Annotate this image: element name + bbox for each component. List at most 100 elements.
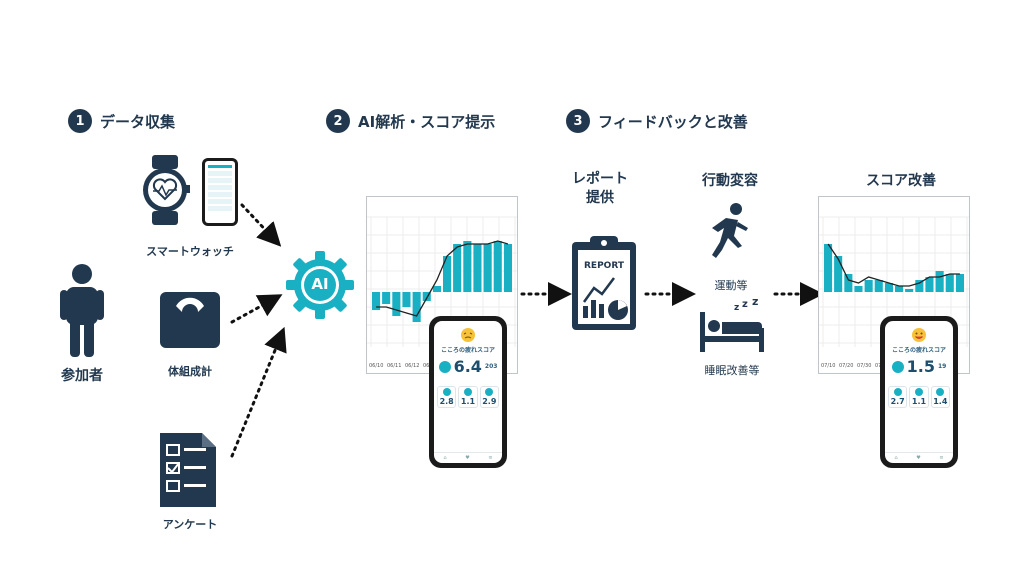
chart-bar [864, 280, 873, 292]
step-1-header: 1 データ収集 [68, 109, 175, 133]
improve-title: スコア改善 [866, 173, 936, 189]
phone-after-title: こころの疲れスコア [891, 347, 946, 354]
report-clipboard-icon [572, 236, 636, 330]
report-label-line2: 提供 [586, 190, 614, 206]
chart-bar [503, 244, 512, 292]
chart-bar [935, 271, 944, 292]
x-tick-label: 06/10 [369, 363, 383, 369]
ai-label: AI [311, 275, 329, 293]
chart-bar [473, 244, 482, 292]
chart-bar [412, 292, 421, 322]
step-1-number: 1 [68, 109, 92, 133]
x-tick-label: 07/30 [857, 363, 871, 369]
x-tick-label: 06/12 [405, 363, 419, 369]
chart-bar [955, 274, 964, 292]
exercise-label: 運動等 [714, 279, 748, 292]
phone-before-cards: 2.8 1.1 2.9 [434, 386, 502, 408]
ai-gear-icon [286, 251, 354, 319]
svg-text:z: z [742, 299, 748, 310]
phone-before-screen: こころの疲れスコア 6.4 203 2.8 1.1 2.9 ⌂ ♥ ≡ [434, 321, 502, 463]
card-value: 2.8 [439, 397, 454, 406]
step-1-title: データ収集 [100, 112, 176, 131]
chart-bar [844, 274, 853, 292]
phone-before-score-row: 6.4 203 [434, 357, 502, 376]
card-value: 1.1 [911, 397, 927, 406]
face-happy-icon [885, 327, 953, 345]
participant-label: 参加者 [61, 368, 103, 384]
mini-card: 1.1 [458, 386, 478, 408]
running-person-icon [712, 203, 748, 258]
behavior-title: 行動変容 [702, 173, 758, 189]
mini-card: 1.4 [930, 386, 950, 408]
menu-icon: ≡ [939, 455, 944, 461]
chart-bar [915, 280, 924, 292]
phone-after-score: 1.5 [906, 357, 935, 376]
step-2-header: 2 AI解析・スコア提示 [326, 109, 495, 133]
phone-after-tabbar: ⌂ ♥ ≡ [885, 452, 953, 463]
phone-before-tabbar: ⌂ ♥ ≡ [434, 452, 502, 463]
trend-line [376, 240, 509, 317]
heart-icon: ♥ [465, 455, 470, 461]
chart-bar [453, 244, 462, 292]
body-composition-scale-icon [160, 292, 220, 348]
chart-bar [382, 292, 391, 304]
chart-bar [483, 244, 492, 292]
arrow-watch-to-ai [240, 203, 282, 247]
card-icon [442, 388, 451, 396]
home-icon: ⌂ [894, 455, 898, 461]
survey-label: アンケート [162, 518, 218, 531]
scale-label: 体組成計 [168, 365, 212, 378]
chart-bar [432, 286, 441, 292]
phone-before: こころの疲れスコア 6.4 203 2.8 1.1 2.9 ⌂ ♥ ≡ [429, 316, 507, 468]
phone-before-score: 6.4 [453, 357, 482, 376]
chart-bar [874, 280, 883, 292]
card-value: 1.4 [933, 397, 948, 406]
heart-icon: ♥ [916, 455, 921, 461]
phone-after-score-row: 1.5 19 [885, 357, 953, 376]
chart-bar [824, 244, 833, 292]
chart-bar [854, 286, 863, 292]
card-value: 2.7 [890, 397, 905, 406]
survey-clipboard-icon [160, 433, 216, 507]
chart-bar [402, 292, 411, 307]
mini-card: 1.1 [909, 386, 929, 408]
card-icon [893, 388, 902, 396]
step-3-title: フィードバックと改善 [598, 112, 748, 131]
card-value: 2.9 [482, 397, 497, 406]
chart-bar [493, 241, 502, 292]
arrow-survey-to-ai [230, 326, 287, 458]
chart-bar [392, 292, 401, 316]
phone-before-title: こころの疲れスコア [440, 347, 495, 354]
x-tick-label: 06/11 [387, 363, 401, 369]
chart-bar [443, 256, 452, 292]
phone-after-cards: 2.7 1.1 1.4 [885, 386, 953, 408]
svg-text:z: z [752, 298, 758, 308]
chart-bar [834, 256, 843, 292]
phone-after-screen: こころの疲れスコア 1.5 19 2.7 1.1 1.4 ⌂ ♥ ≡ [885, 321, 953, 463]
card-icon [463, 388, 472, 396]
chart-bar [372, 292, 381, 310]
step-3-number: 3 [566, 109, 590, 133]
x-tick-label: 07/10 [821, 363, 835, 369]
home-icon: ⌂ [443, 455, 447, 461]
app-list-graphic [208, 165, 232, 211]
smartwatch-icon [143, 155, 190, 225]
step-2-number: 2 [326, 109, 350, 133]
report-label: レポート 提供 [560, 170, 640, 208]
sleeping-person-icon: z z z [700, 298, 764, 352]
mini-card: 2.8 [437, 386, 457, 408]
card-icon [914, 388, 923, 396]
head-icon [891, 360, 904, 373]
trend-line [827, 243, 960, 287]
phone-before-side-value: 203 [484, 363, 498, 370]
mini-card: 2.9 [479, 386, 499, 408]
chart-bar [422, 292, 431, 301]
chart-bar [895, 286, 904, 292]
smartwatch-label: スマートウォッチ [146, 245, 234, 258]
report-icon-text: REPORT [584, 261, 624, 271]
arrow-scale-to-ai [230, 294, 283, 324]
svg-text:z: z [734, 303, 739, 313]
